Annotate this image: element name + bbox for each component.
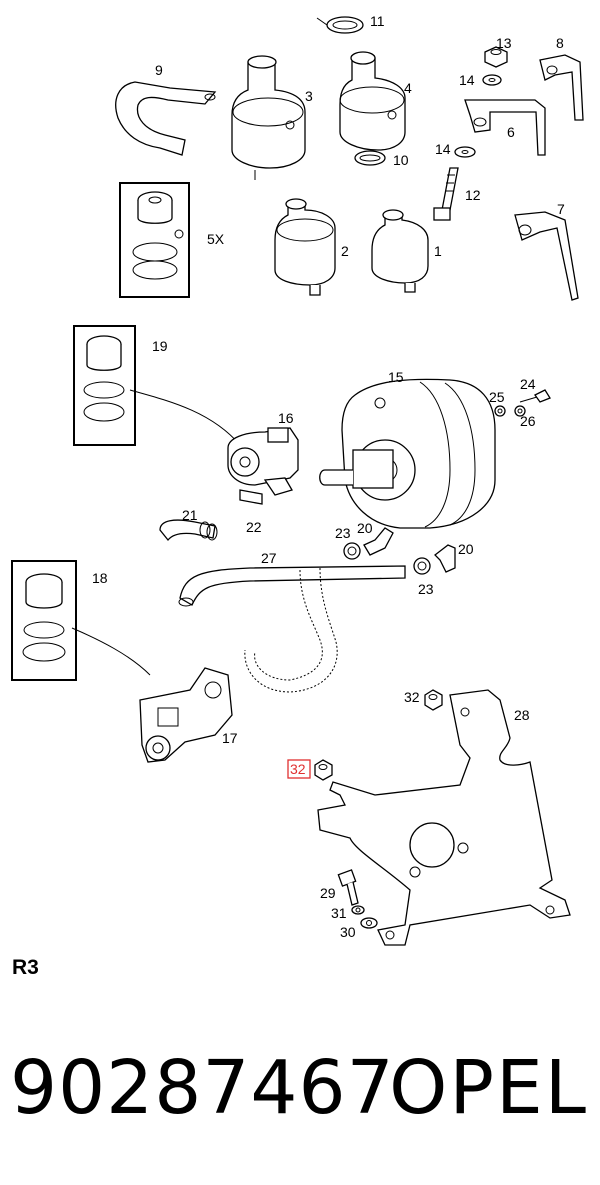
callout-6: 6 [507, 124, 515, 140]
part-32-nut-upper[interactable] [424, 689, 443, 711]
part-23-clamp-left[interactable] [343, 542, 361, 560]
part-14-washer-bottom[interactable] [454, 146, 476, 158]
part-6-bracket[interactable] [464, 99, 546, 156]
part-21-hose[interactable] [159, 519, 218, 542]
part-32-nut-highlighted[interactable] [314, 759, 333, 781]
callout-4: 4 [404, 80, 412, 96]
part-31-washer[interactable] [351, 905, 365, 915]
part-17-valve[interactable] [139, 667, 233, 763]
part-28-mounting-bracket[interactable] [317, 689, 571, 946]
callout-26: 26 [520, 413, 536, 429]
exploded-parts-diagram: 11 9 3 4 10 13 14 8 [11, 13, 584, 946]
callout-1: 1 [434, 243, 442, 259]
callout-32-highlight-box [287, 759, 311, 779]
part-23-clamp-right[interactable] [413, 557, 431, 575]
part-12-bolt[interactable] [433, 167, 459, 221]
part-15-vaporizer[interactable] [319, 378, 496, 529]
callout-27: 27 [261, 550, 277, 566]
part-16-valve[interactable] [227, 427, 299, 505]
part-20-elbow-left[interactable] [363, 527, 394, 556]
callout-9: 9 [155, 62, 163, 78]
part-3-filter[interactable] [231, 55, 306, 180]
callout-13: 13 [496, 35, 512, 51]
callout-8: 8 [556, 35, 564, 51]
callout-10: 10 [393, 152, 409, 168]
part-2-filter[interactable] [274, 198, 336, 296]
part-30-washer[interactable] [360, 917, 378, 929]
part-number: 90287467 [10, 1045, 395, 1131]
part-25-washer[interactable] [494, 405, 506, 417]
callout-22: 22 [246, 519, 262, 535]
part-18-filter-kit[interactable] [11, 560, 151, 681]
callout-28: 28 [514, 707, 530, 723]
part-29-bolt[interactable] [337, 869, 359, 906]
callout-20-right: 20 [458, 541, 474, 557]
part-7-bracket[interactable] [514, 211, 579, 301]
callout-29: 29 [320, 885, 336, 901]
callout-5x: 5X [207, 231, 225, 247]
part-9-bracket[interactable] [115, 81, 217, 156]
part-1-filter[interactable] [371, 209, 429, 293]
part-13-nut[interactable] [484, 46, 508, 68]
part-8-bracket[interactable] [539, 54, 584, 121]
callout-19: 19 [152, 338, 168, 354]
callout-3: 3 [305, 88, 313, 104]
callout-21: 21 [182, 507, 198, 523]
part-20-elbow-right[interactable] [434, 544, 456, 573]
diagram-code-label: R3 [12, 956, 39, 979]
part-10-clamp[interactable] [354, 150, 386, 166]
callout-12: 12 [465, 187, 481, 203]
callout-20-left: 20 [357, 520, 373, 536]
part-4-filter[interactable] [339, 51, 406, 151]
callout-24: 24 [520, 376, 536, 392]
part-24-bolt[interactable] [519, 389, 551, 403]
callout-14-bottom: 14 [435, 141, 451, 157]
callout-14-top: 14 [459, 72, 475, 88]
callout-25: 25 [489, 389, 505, 405]
callout-17: 17 [222, 730, 238, 746]
callout-11: 11 [370, 13, 385, 29]
callout-23-left: 23 [335, 525, 351, 541]
part-5x-filter-kit[interactable] [119, 182, 190, 298]
callout-32-upper: 32 [404, 689, 420, 705]
brand-name: OPEL [389, 1045, 588, 1131]
callout-16: 16 [278, 410, 294, 426]
callout-23-right: 23 [418, 581, 434, 597]
part-19-filter-kit[interactable] [73, 325, 241, 446]
part-26-washer[interactable] [514, 405, 526, 417]
part-14-washer-top[interactable] [482, 74, 502, 86]
callout-7: 7 [557, 201, 565, 217]
callout-31: 31 [331, 905, 347, 921]
callout-32-highlighted: 32 [290, 761, 306, 777]
callout-18: 18 [92, 570, 108, 586]
part-27-hose[interactable] [178, 565, 406, 693]
part-11-clamp[interactable] [316, 16, 364, 34]
callout-15: 15 [388, 369, 404, 385]
callout-2: 2 [341, 243, 349, 259]
callout-30: 30 [340, 924, 356, 940]
